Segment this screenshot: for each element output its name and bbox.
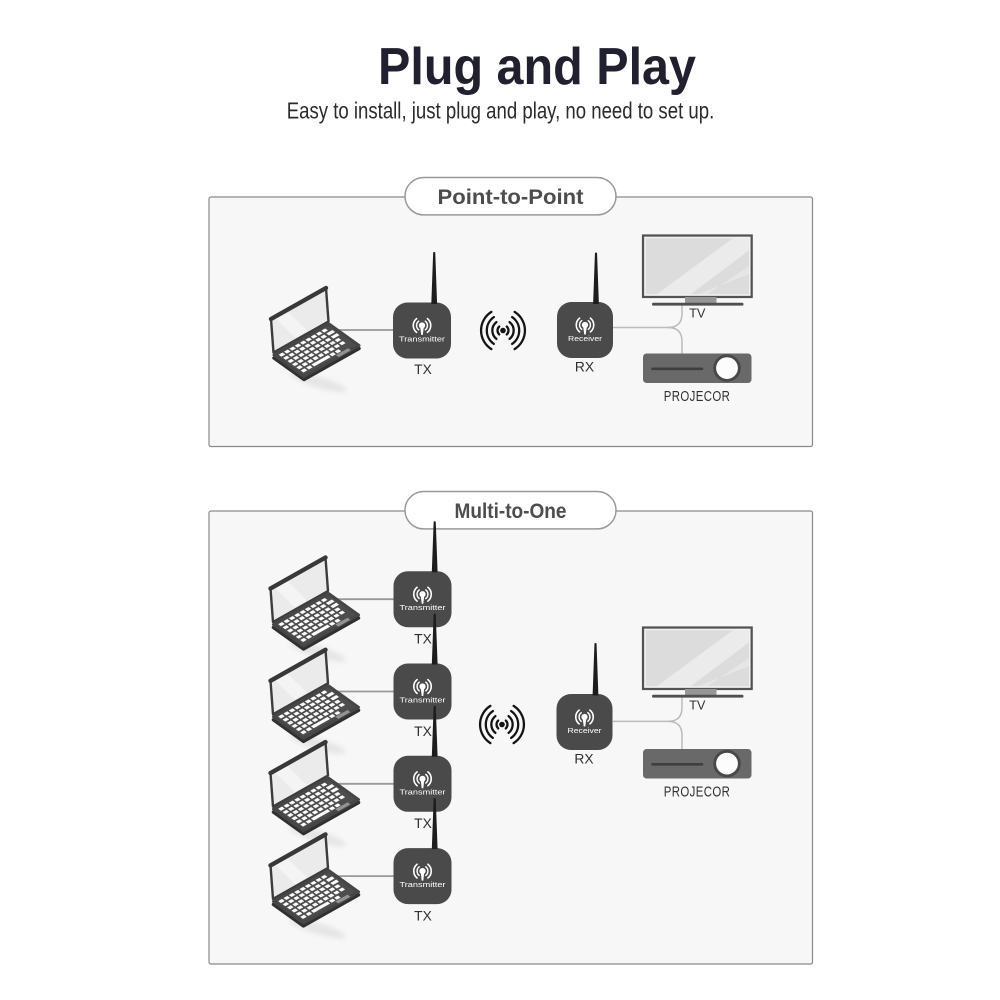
svg-text:TX: TX: [414, 632, 432, 647]
svg-text:Transmitter: Transmitter: [400, 695, 447, 704]
svg-text:RX: RX: [575, 360, 594, 375]
svg-text:PROJECOR: PROJECOR: [664, 388, 731, 405]
svg-text:Easy to install, just plug and: Easy to install, just plug and play, no …: [287, 97, 715, 123]
svg-text:Point-to-Point: Point-to-Point: [438, 185, 584, 209]
svg-text:TX: TX: [414, 724, 432, 739]
svg-text:Transmitter: Transmitter: [400, 880, 447, 889]
svg-text:TV: TV: [689, 306, 706, 321]
svg-text:Receiver: Receiver: [568, 334, 602, 343]
svg-text:Transmitter: Transmitter: [399, 334, 446, 343]
svg-text:TX: TX: [414, 362, 432, 377]
svg-text:TX: TX: [414, 816, 432, 831]
svg-text:TX: TX: [414, 908, 432, 923]
svg-text:TV: TV: [689, 698, 706, 713]
svg-text:Multi-to-One: Multi-to-One: [455, 499, 567, 523]
svg-text:Plug and Play: Plug and Play: [378, 38, 696, 96]
svg-text:Transmitter: Transmitter: [400, 788, 447, 797]
svg-text:Transmitter: Transmitter: [400, 603, 447, 612]
svg-text:Receiver: Receiver: [568, 726, 602, 735]
svg-text:PROJECOR: PROJECOR: [664, 784, 731, 801]
svg-text:RX: RX: [574, 752, 593, 767]
